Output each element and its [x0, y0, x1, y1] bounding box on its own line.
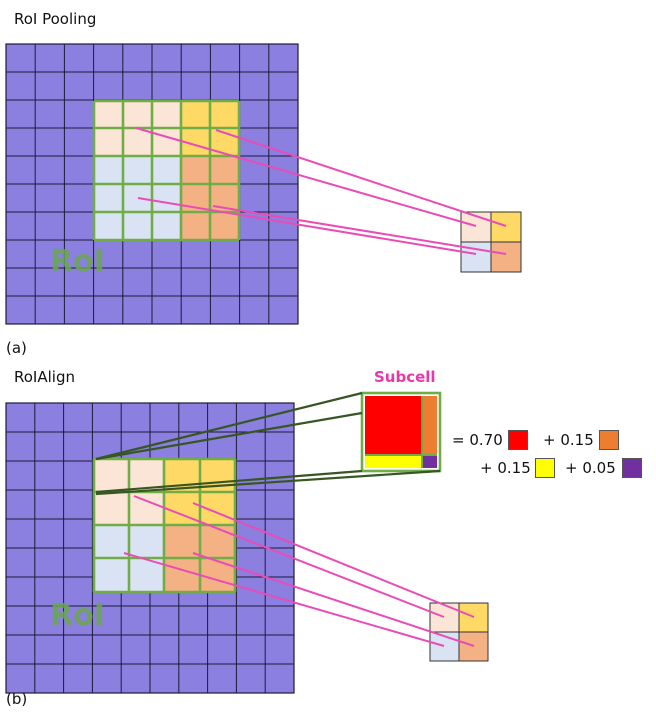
- panel-b-output-cell-top-right: [458, 602, 489, 633]
- panel-a-roi-quadrant-bottom-left: [94, 156, 181, 240]
- subcell-orange-region: [423, 396, 437, 454]
- subcell-label: Subcell: [374, 368, 436, 386]
- panel-a-title: RoI Pooling: [14, 10, 97, 28]
- panel-a-output-cell-bottom-right: [490, 241, 522, 273]
- panel-a-output-cell-bottom-left: [460, 241, 492, 273]
- panel-b-title: RoIAlign: [14, 368, 75, 386]
- panel-b-caption: (b): [6, 690, 28, 708]
- panel-b-roi-label: RoI: [50, 598, 105, 633]
- subcell-red-region: [365, 396, 421, 454]
- weight-red-text: = 0.70: [452, 431, 503, 449]
- pink-connector-line: [192, 552, 475, 647]
- pink-connector-line: [123, 552, 445, 647]
- panel-a-caption: (a): [6, 339, 27, 357]
- weight-orange-swatch: [599, 430, 619, 450]
- weight-yellow-swatch: [535, 458, 555, 478]
- weight-orange-text: + 0.15: [543, 431, 594, 449]
- pink-connector-line: [133, 495, 445, 618]
- green-zoom-connector-line: [95, 469, 363, 494]
- panel-a-roi-label: RoI: [50, 244, 105, 279]
- pink-connector-line: [215, 129, 507, 227]
- green-zoom-connector-line: [95, 391, 363, 461]
- pink-connector-line: [137, 197, 477, 255]
- pink-connector-line: [212, 205, 507, 255]
- panel-a-output-cell-top-right: [490, 211, 522, 243]
- weight-red-swatch: [508, 430, 528, 450]
- weight-purple-swatch: [622, 458, 642, 478]
- green-zoom-connector-line: [95, 469, 441, 496]
- weight-yellow-text: + 0.15: [480, 459, 531, 477]
- weight-purple-text: + 0.05: [565, 459, 616, 477]
- subcell-yellow-region: [365, 456, 421, 468]
- subcell-purple-region: [423, 456, 437, 468]
- pink-connector-line: [135, 127, 477, 227]
- green-zoom-connector-line: [95, 411, 363, 461]
- panel-b-output-cell-top-left: [429, 602, 460, 633]
- pink-connector-line: [192, 502, 475, 618]
